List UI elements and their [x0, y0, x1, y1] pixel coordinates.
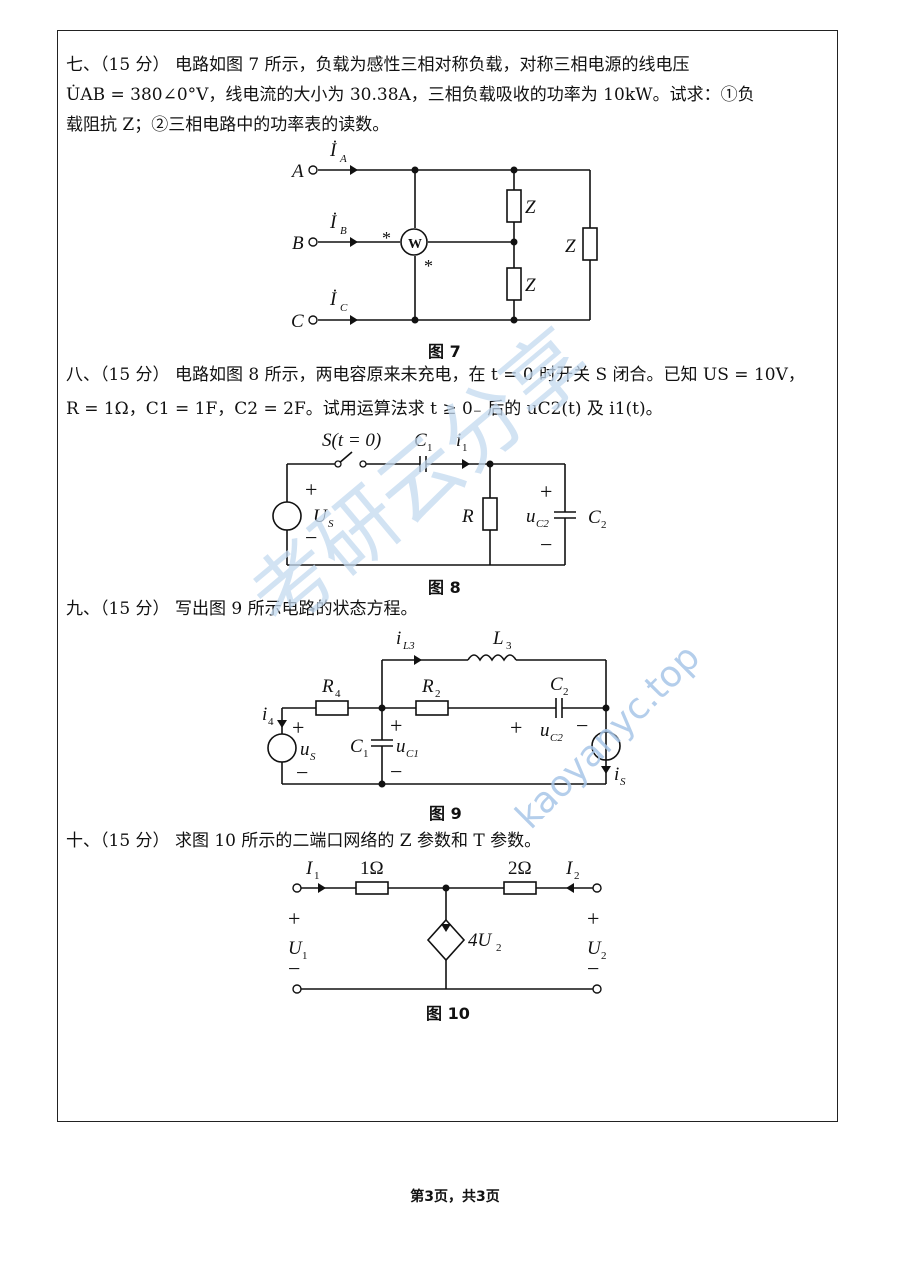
q10-line1: 十、（15 分） 求图 10 所示的二端口网络的 Z 参数和 T 参数。	[66, 831, 542, 851]
impedance-z3-label: Z	[565, 236, 576, 257]
q7-line3: 载阻抗 Z；②三相电路中的功率表的读数。	[66, 115, 390, 135]
cap-c1-label-9: C	[350, 736, 363, 757]
q8-line2: R = 1Ω，C1 = 1F，C2 = 2F。试用运算法求 t ≥ 0₋ 后的 …	[66, 399, 663, 419]
current-ia-sub: A	[339, 153, 347, 165]
current-ib-sub: B	[340, 225, 347, 237]
wattmeter-label: W	[408, 237, 422, 252]
current-ib-label: İ	[329, 212, 338, 233]
current-i1-label: i	[456, 430, 461, 451]
cap-c2-label: C	[588, 507, 601, 528]
page-footer: 第3页，共3页	[410, 1189, 500, 1205]
current-i1-sub-10: 1	[314, 870, 320, 882]
source-us-label: U	[313, 506, 328, 527]
q8-line1: 八、（15 分） 电路如图 8 所示，两电容原来未充电，在 t = 0 时开关 …	[66, 365, 805, 385]
uc2-plus-9: +	[510, 715, 522, 740]
uc1-plus: +	[390, 713, 402, 738]
current-i2-label-10: I	[565, 858, 574, 879]
port1-u1-sub: 1	[302, 950, 308, 962]
switch-label: S(t = 0)	[322, 430, 381, 451]
u1-plus: +	[288, 906, 300, 931]
port2-u2-label: U	[587, 938, 602, 959]
cap-c1-sub: 1	[427, 442, 433, 454]
inductor-l3-label: L	[492, 628, 504, 649]
port1-u1-label: U	[288, 938, 303, 959]
voltage-uc2-sub-9: C2	[550, 732, 563, 744]
question-7: 七、（15 分） 电路如图 7 所示，负载为感性三相对称负载，对称三相电源的线电…	[66, 50, 826, 140]
resistor-r2-sub: 2	[435, 688, 441, 700]
cap-c2-label-9: C	[550, 674, 563, 695]
question-8: 八、（15 分） 电路如图 8 所示，两电容原来未充电，在 t = 0 时开关 …	[66, 360, 826, 424]
uc1-minus: −	[390, 759, 402, 784]
u1-minus: −	[288, 956, 300, 981]
voltage-uc1-sub: C1	[406, 748, 419, 760]
current-i4-label: i	[262, 704, 267, 725]
cap-c1-sub-9: 1	[363, 748, 369, 760]
current-i4-sub: 4	[268, 716, 274, 728]
cap-c1-label: C	[414, 430, 427, 451]
current-il3-label: i	[396, 628, 401, 649]
node-c-label: C	[291, 311, 304, 332]
uc2-plus: +	[540, 479, 552, 504]
current-ic-label: İ	[329, 289, 338, 310]
voltage-uc2-sub: C2	[536, 518, 549, 530]
current-ic-sub: C	[340, 302, 348, 314]
port2-u2-sub: 2	[601, 950, 607, 962]
node-b-label: B	[292, 233, 304, 254]
q7-line1: 七、（15 分） 电路如图 7 所示，负载为感性三相对称负载，对称三相电源的线电…	[66, 55, 690, 75]
source-minus: −	[305, 525, 317, 550]
source-us-sub: S	[328, 518, 334, 530]
figure-10-caption: 图 10	[426, 1004, 470, 1023]
wattmeter-star-current: *	[382, 228, 391, 248]
current-is-sub: S	[620, 776, 626, 788]
current-is-label: i	[614, 764, 619, 785]
figure-8-caption: 图 8	[428, 578, 461, 597]
resistor-r2-label: R	[421, 676, 434, 697]
q9-line1: 九、（15 分） 写出图 9 所示电路的状态方程。	[66, 599, 418, 619]
us-minus: −	[296, 760, 308, 785]
impedance-z2-label: Z	[525, 275, 536, 296]
dependent-source-sub: 2	[496, 942, 502, 954]
u2-plus: +	[587, 906, 599, 931]
resistor-r4-label: R	[321, 676, 334, 697]
us-plus: +	[292, 715, 304, 740]
inductor-l3-sub: 3	[506, 640, 512, 652]
question-10: 十、（15 分） 求图 10 所示的二端口网络的 Z 参数和 T 参数。	[66, 826, 826, 856]
uc2-minus: −	[540, 532, 552, 557]
page-border	[57, 30, 838, 1122]
current-i1-sub: 1	[462, 442, 468, 454]
current-i2-sub-10: 2	[574, 870, 580, 882]
current-i1-label-10: I	[305, 858, 314, 879]
current-il3-sub: L3	[402, 640, 415, 652]
question-9: 九、（15 分） 写出图 9 所示电路的状态方程。	[66, 594, 826, 624]
resistor-r4-sub: 4	[335, 688, 341, 700]
source-us-label-9: u	[300, 739, 310, 760]
resistor-2ohm-label: 2Ω	[508, 858, 532, 879]
dependent-source-label: 4U	[468, 930, 493, 951]
current-ia-label: İ	[329, 140, 338, 161]
q7-line2: U̇AB = 380∠0°V，线电流的大小为 30.38A，三相负载吸收的功率为…	[66, 85, 755, 105]
figure-7-caption: 图 7	[428, 342, 461, 361]
figure-9-caption: 图 9	[429, 804, 462, 823]
u2-minus: −	[587, 956, 599, 981]
wattmeter-star-voltage: *	[424, 256, 433, 276]
source-us-sub-9: S	[310, 751, 316, 763]
source-plus: +	[305, 477, 317, 502]
voltage-uc1-label: u	[396, 736, 406, 757]
voltage-uc2-label-9: u	[540, 720, 550, 741]
resistor-r-label: R	[461, 506, 474, 527]
resistor-1ohm-label: 1Ω	[360, 858, 384, 879]
voltage-uc2-label: u	[526, 506, 536, 527]
uc2-minus-9: −	[576, 713, 588, 738]
cap-c2-sub-9: 2	[563, 686, 569, 698]
cap-c2-sub: 2	[601, 519, 607, 531]
impedance-z1-label: Z	[525, 197, 536, 218]
node-a-label: A	[290, 161, 304, 182]
